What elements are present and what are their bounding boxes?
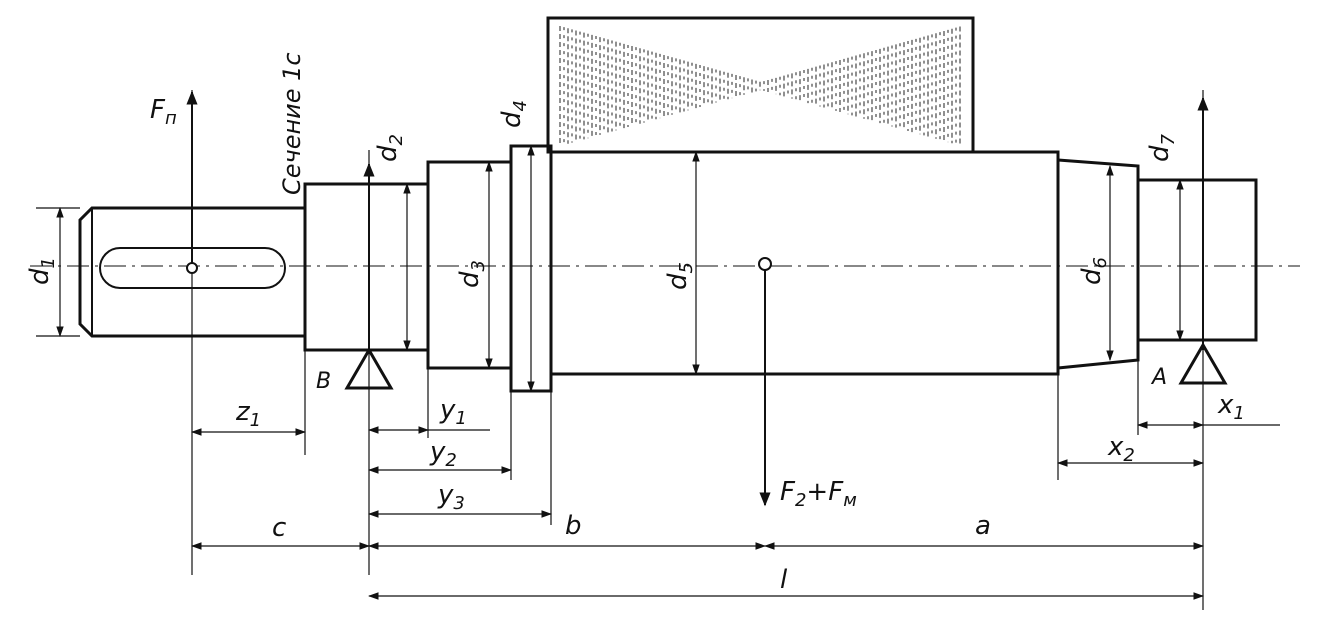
- d4-label: d4: [497, 100, 531, 128]
- support-b-triangle: [344, 347, 394, 390]
- d3-label: d3: [455, 260, 489, 288]
- y3-label: y3: [437, 480, 465, 514]
- x2-label: x2: [1107, 432, 1135, 466]
- support-b-label: B: [316, 369, 331, 394]
- shaft-outline: [78, 16, 1258, 393]
- gear-hub: [546, 16, 975, 154]
- y1-label: y1: [439, 395, 467, 429]
- d1-label: d1: [25, 257, 59, 285]
- support-a-triangle: [1178, 342, 1228, 385]
- d2-label: d2: [373, 134, 407, 162]
- length-dims: [190, 421, 1280, 600]
- x1-label: x1: [1217, 390, 1245, 424]
- c-label: c: [272, 513, 286, 543]
- support-a-label: A: [1150, 365, 1167, 390]
- d6-label: d6: [1077, 257, 1111, 285]
- force-fn-label: Fп: [150, 95, 177, 129]
- a-label: a: [975, 511, 991, 541]
- d5-label: d5: [663, 262, 697, 290]
- l-label: l: [780, 565, 788, 595]
- force-fn: [186, 90, 198, 274]
- b-label: b: [565, 511, 582, 541]
- diameter-dims: [36, 144, 1184, 393]
- force-f2-fm-label: F2+Fм: [780, 477, 857, 511]
- y2-label: y2: [429, 437, 457, 471]
- gear-hatching: [559, 26, 961, 146]
- section-label: Сечение 1с: [278, 52, 306, 195]
- force-f2-fm: [758, 257, 772, 507]
- z1-label: z1: [235, 397, 261, 431]
- d7-label: d7: [1145, 133, 1179, 162]
